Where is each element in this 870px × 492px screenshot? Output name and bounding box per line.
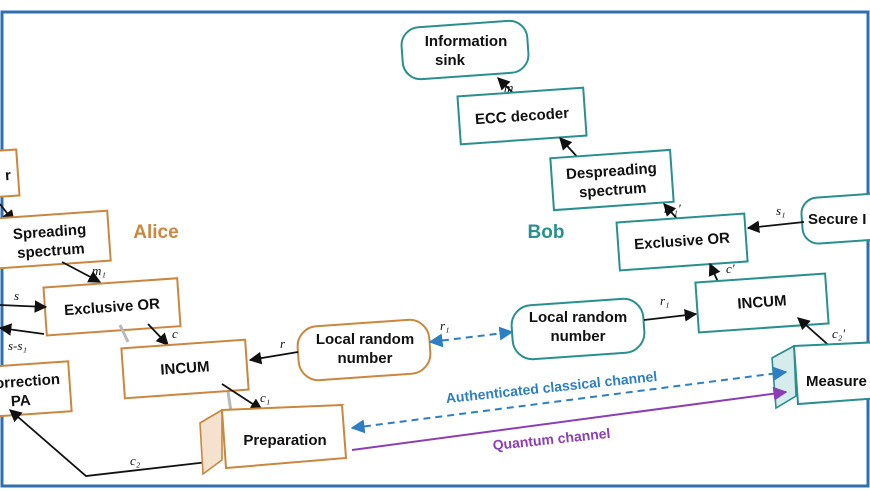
var-cp: c' [726, 261, 735, 276]
var-c2p: c₂' [832, 326, 845, 341]
spreading-spectrum-box: Spreading spectrum [0, 209, 112, 270]
secure-label: Secure I [808, 211, 866, 228]
alice-local-random-box: Local random number [296, 318, 432, 382]
correction-label-2: PA [10, 392, 31, 410]
alice-incum-box: INCUM [120, 338, 250, 400]
var-m: m [504, 80, 513, 95]
bob-label: Bob [528, 222, 565, 243]
alice-label: Alice [133, 222, 178, 243]
correction-label-1: orrection [0, 371, 61, 392]
alice-top-box-label: r [4, 167, 11, 184]
ecc-decoder-box: ECC decoder [456, 86, 588, 146]
info-sink-box: Information sink [400, 19, 530, 81]
despreading-label-1: Despreading [565, 160, 657, 183]
spreading-label-1: Spreading [12, 221, 86, 243]
alice-top-box: r [0, 148, 21, 200]
bob-local-random-box: Local random number [510, 297, 646, 361]
var-r: r [280, 336, 286, 351]
var-m1: m₁ [92, 263, 106, 278]
despreading-box: Despreading spectrum [549, 148, 675, 212]
bob-local-random-1: Local random [529, 309, 627, 326]
var-r1-left: r₁ [440, 318, 450, 333]
var-c: c [172, 326, 178, 341]
var-c2: c₂ [130, 453, 141, 468]
var-s1: s₁ [776, 203, 786, 218]
alice-xor-box: Exclusive OR [42, 277, 182, 337]
bob-incum-box: INCUM [694, 272, 830, 334]
measure-label: Measure [806, 373, 867, 390]
secure-box: Secure I [800, 192, 870, 245]
var-c1: c₁ [260, 390, 270, 405]
bob-xor-label: Exclusive OR [634, 230, 731, 254]
classical-channel-label: Authenticated classical channel [445, 368, 658, 406]
info-sink-label-2: sink [435, 52, 466, 69]
var-m1p: m₁' [664, 201, 681, 216]
alice-xor-label: Exclusive OR [64, 296, 161, 320]
alice-local-random-2: number [337, 350, 392, 367]
info-sink-label-1: Information [425, 33, 508, 50]
var-s: s [14, 288, 19, 303]
classical-channel-line [350, 366, 788, 434]
correction-pa-box: orrection PA [0, 360, 73, 419]
spreading-label-2: spectrum [17, 240, 86, 262]
var-s-minus: s-s₁ [8, 338, 27, 353]
ecc-decoder-label: ECC decoder [474, 105, 569, 129]
despreading-label-2: spectrum [578, 180, 647, 202]
bob-xor-box: Exclusive OR [615, 212, 749, 272]
preparation-box: Preparation [199, 403, 348, 476]
bob-incum-label: INCUM [737, 292, 787, 312]
bob-local-random-2: number [550, 328, 605, 345]
measure-box: Measure [771, 341, 870, 410]
alice-incum-label: INCUM [160, 358, 210, 378]
alice-local-random-1: Local random [316, 331, 414, 348]
quantum-channel-line [351, 386, 788, 451]
var-r1-right: r₁ [660, 293, 670, 308]
preparation-label: Preparation [243, 432, 326, 449]
